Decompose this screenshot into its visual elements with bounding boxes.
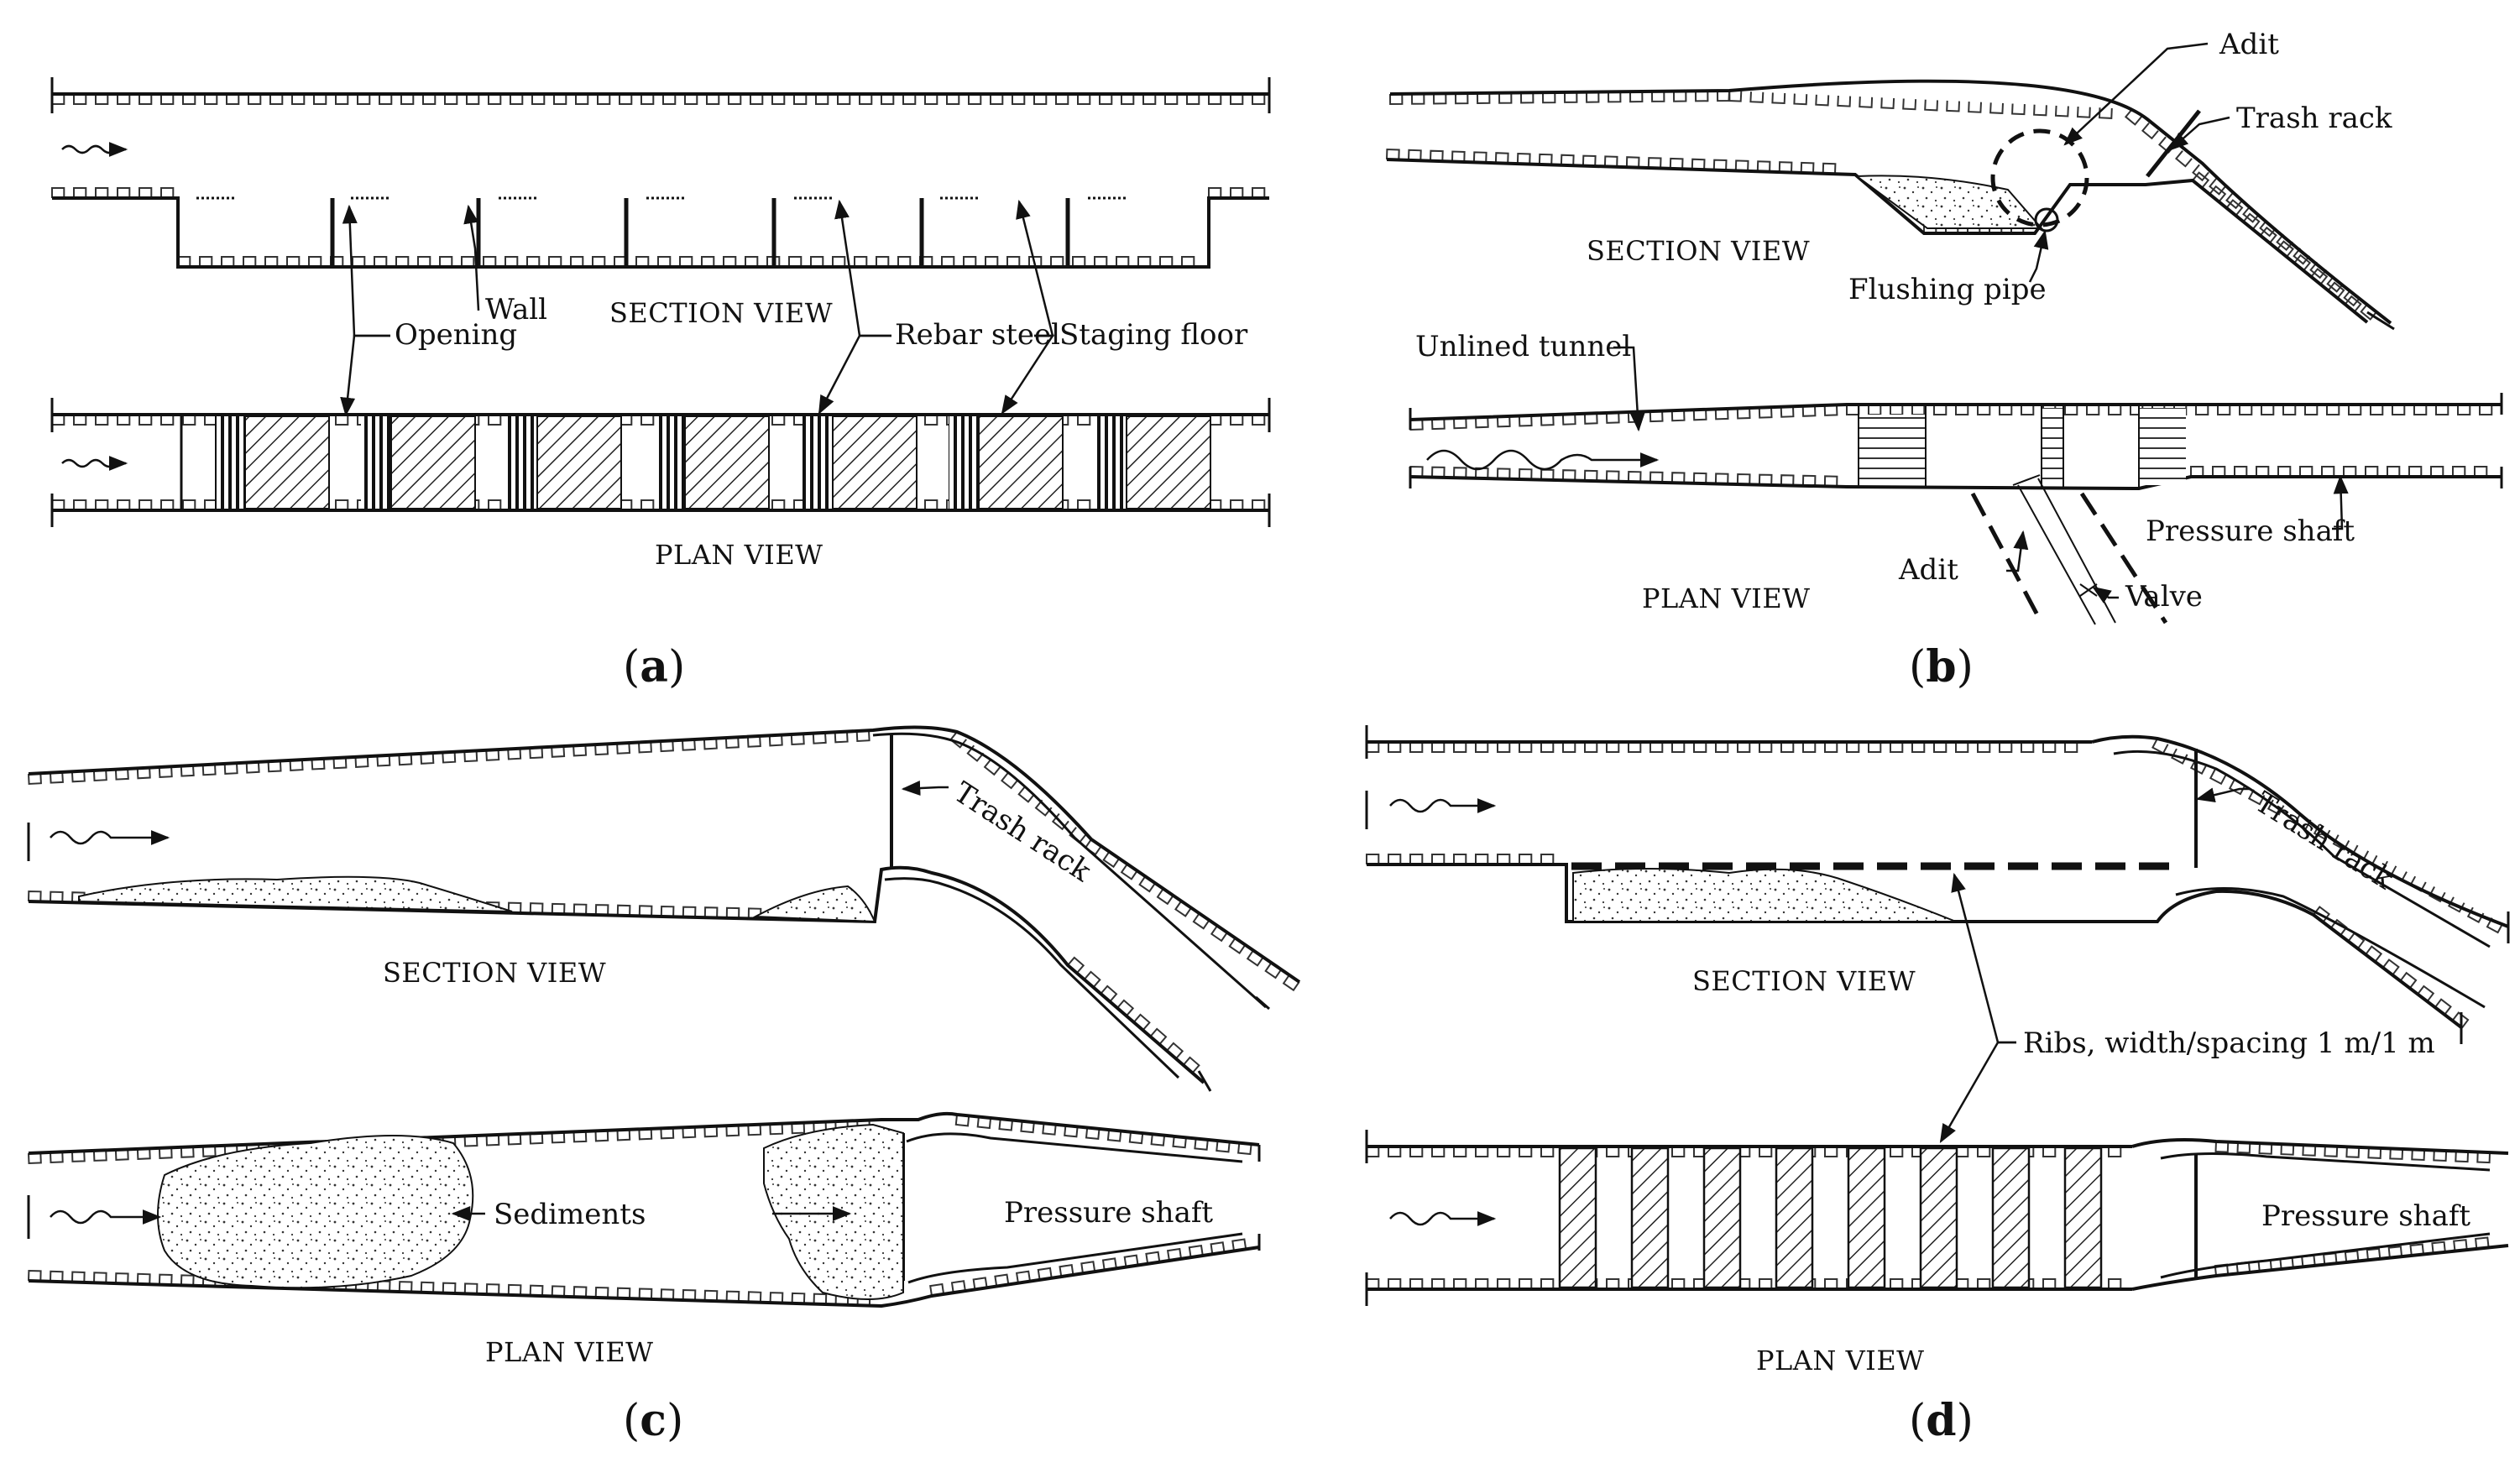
b-screen-2 — [2042, 408, 2063, 485]
c-section-sediment-right — [752, 885, 876, 923]
c-section-roof-inner — [872, 732, 1267, 1009]
d-flow-arrow-section — [1389, 798, 1497, 813]
caption-b: (b) — [1909, 641, 1974, 692]
c-label-pressure-shaft: Pressure shaft — [1004, 1196, 1213, 1230]
b-adit-plan-dash — [1970, 492, 2044, 624]
c-flow-arrow-section — [50, 830, 170, 845]
rock-hatch-ticks — [28, 90, 2504, 1306]
caption-c: (c) — [623, 1395, 683, 1446]
caption-d: (d) — [1909, 1395, 1974, 1446]
a-flow-arrow-section — [61, 142, 128, 157]
b-label-unlined-tunnel: Unlined tunnel — [1415, 330, 1631, 363]
a-section-floor — [52, 196, 1269, 269]
caption-a: (a) — [623, 641, 685, 692]
b-label-pressure-shaft: Pressure shaft — [2146, 515, 2355, 548]
d-section-sediment — [1572, 868, 1957, 922]
captions: (a) (b) (c) (d) — [623, 641, 1974, 1446]
b-label-trash-rack: Trash rack — [2236, 102, 2392, 135]
b-label-adit-bottom: Adit — [1898, 553, 1958, 587]
b-plan-bottom — [1409, 475, 2502, 491]
c-section-sediment-left — [78, 875, 513, 912]
c-sediment-blob-1 — [157, 1135, 474, 1289]
a-flow-arrow-plan — [61, 456, 128, 471]
c-plan-top-inner — [906, 1132, 1243, 1163]
c-label-sediments: Sediments — [494, 1198, 646, 1231]
panel-b-text: Adit Trash rack SECTION VIEW Flushing pi… — [1415, 28, 2392, 614]
b-label-flushing-pipe: Flushing pipe — [1848, 273, 2047, 306]
d-section-view-label: SECTION VIEW — [1692, 965, 1916, 997]
d-label-pressure-shaft: Pressure shaft — [2261, 1199, 2470, 1233]
b-label-adit-top: Adit — [2219, 28, 2279, 61]
c-plan-bottom — [28, 1246, 1260, 1308]
d-flow-arrow-plan — [1389, 1211, 1497, 1226]
panel-d — [1365, 725, 2510, 1306]
panel-a-text: Wall SECTION VIEW Opening Rebar steel St… — [395, 293, 1248, 571]
b-plan-view-label: PLAN VIEW — [1642, 582, 1811, 614]
c-section-floor — [28, 865, 1205, 1084]
b-screen-1 — [1859, 415, 1926, 483]
a-label-staging-floor: Staging floor — [1059, 318, 1248, 352]
a-label-opening: Opening — [395, 318, 517, 352]
d-label-trash-rack: Trash rack — [2249, 786, 2399, 896]
a-label-rebar-steel: Rebar steel — [895, 318, 1060, 352]
c-plan-view-label: PLAN VIEW — [485, 1336, 654, 1368]
b-adit-circle — [1990, 128, 2089, 227]
panel-c-text: Trash rack SECTION VIEW Sediments Pressu… — [383, 776, 1213, 1368]
panel-c — [27, 725, 1301, 1308]
panel-a — [50, 77, 1271, 527]
c-sediment-blob-2 — [763, 1123, 904, 1300]
a-section-view-label: SECTION VIEW — [609, 297, 833, 329]
b-sediment-wedge — [1854, 175, 2044, 229]
c-flow-arrow-plan — [50, 1209, 162, 1225]
hatched-fills — [215, 415, 2103, 1289]
b-valve-mark — [2079, 583, 2098, 597]
b-screen-3 — [2139, 408, 2186, 485]
c-section-roof — [28, 725, 1301, 984]
b-flow-arrow — [1426, 449, 1660, 471]
panel-b — [1386, 42, 2503, 625]
d-plan-view-label: PLAN VIEW — [1756, 1345, 1925, 1376]
d-section-floor — [1367, 863, 2463, 1029]
a-label-wall: Wall — [485, 293, 547, 326]
c-label-trash-rack: Trash rack — [948, 776, 1097, 889]
b-plan-top — [1409, 403, 2502, 421]
b-section-roof — [1389, 79, 2392, 325]
b-trash-rack-line — [2146, 109, 2201, 178]
c-section-view-label: SECTION VIEW — [383, 957, 606, 989]
a-plan-view-label: PLAN VIEW — [655, 539, 823, 571]
d-label-ribs: Ribs, width/spacing 1 m/1 m — [2023, 1026, 2435, 1060]
b-label-valve: Valve — [2125, 580, 2203, 614]
c-plan-top — [28, 1111, 1260, 1155]
b-section-view-label: SECTION VIEW — [1587, 235, 1810, 267]
